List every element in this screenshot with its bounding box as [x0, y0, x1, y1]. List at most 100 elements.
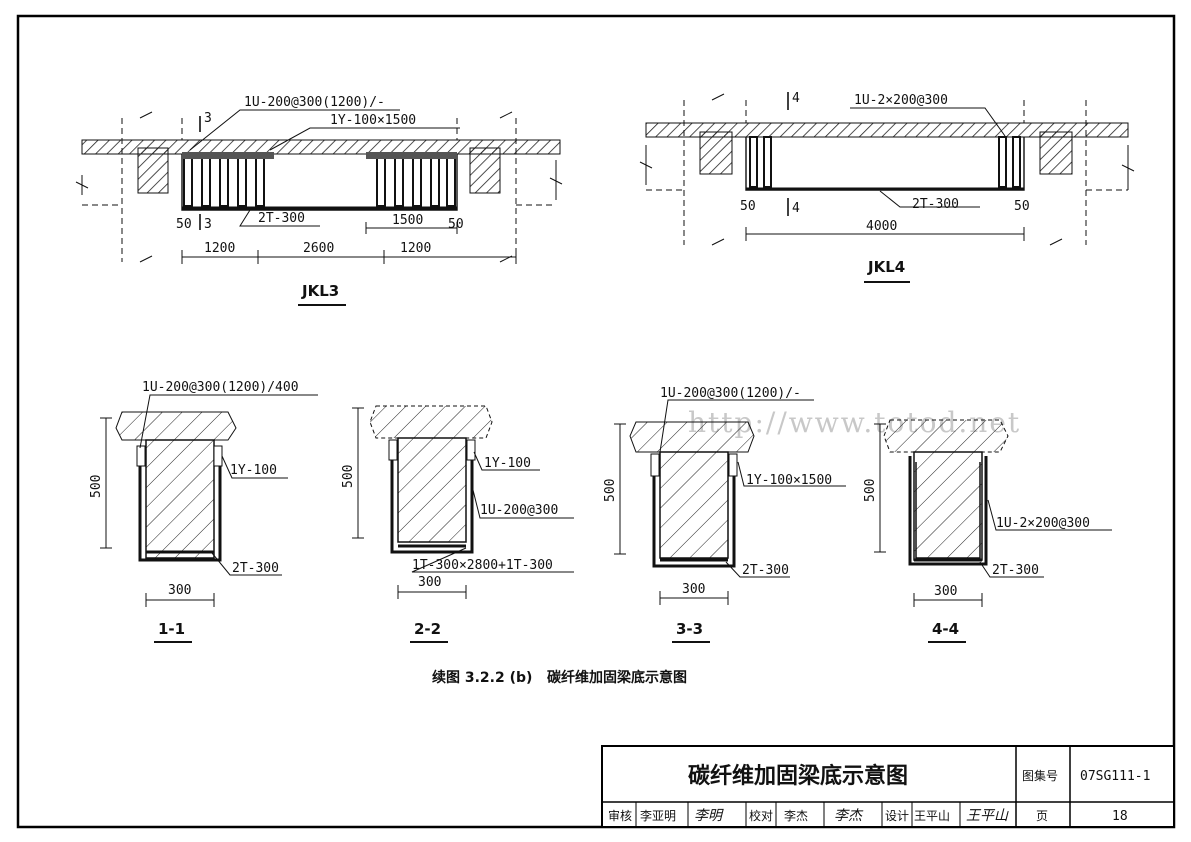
jkl4-left-haunch [699, 131, 733, 175]
jkl4-strip-label: 1U-2×200@300 [854, 93, 948, 108]
section-4-4-width: 300 [934, 584, 957, 599]
section-4-4-width-dim [913, 593, 983, 607]
jkl3-right-haunch [469, 147, 501, 194]
section-2-2-u-strip [390, 446, 474, 554]
jkl3-break-marks [75, 111, 563, 263]
section-1-1-side-label: 1Y-100 [230, 463, 277, 478]
jkl3-strip-label: 1U-200@300(1200)/- [244, 95, 385, 110]
jkl3-dim-line [181, 250, 517, 264]
jkl3-edge-left: 50 [176, 217, 192, 232]
jkl4-beam-outline [745, 137, 1025, 191]
section-1-1-top-label: 1U-200@300(1200)/400 [142, 380, 299, 395]
jkl4-elevation: 1U-2×200@300 2T-300 4 4 50 50 4000 JKL4 [639, 91, 1135, 283]
section-4-4-bottom-label: 2T-300 [992, 563, 1039, 578]
section-4-4-side-label: 1U-2×200@300 [996, 516, 1090, 531]
section-3-3-height: 500 [603, 479, 618, 502]
jkl3-slab [81, 139, 561, 155]
section-3-3-u-strip [652, 460, 736, 568]
section-2-2-id: 2-2 [414, 620, 441, 638]
design-name: 王平山 [914, 809, 950, 823]
review-signature: 李明 [694, 808, 724, 824]
section-1-1-bottom-label: 2T-300 [232, 561, 279, 576]
jkl3-elevation: 1U-200@300(1200)/- 1Y-100×1500 2T-300 3 … [75, 95, 563, 306]
title-block: 碳纤维加固梁底示意图 图集号 07SG111-1 页 18 审核 李亚明 李明 … [601, 745, 1175, 828]
jkl4-right-column-outline [1023, 100, 1128, 245]
jkl3-dim-1500-line [365, 222, 458, 234]
section-2-2-mid-label: 1U-200@300 [480, 503, 558, 518]
section-3-3-top-label: 1U-200@300(1200)/- [660, 386, 801, 401]
jkl4-left-column-outline [646, 100, 747, 245]
section-2-2-beam [397, 437, 467, 543]
jkl4-dim-total: 4000 [866, 219, 897, 234]
section-2-2-width: 300 [418, 575, 441, 590]
section-1-1-top-leader [139, 394, 318, 449]
design-signature: 王平山 [966, 808, 1009, 824]
section-3-3-beam [659, 451, 729, 559]
jkl3-dim-2: 2600 [303, 241, 334, 256]
section-4-4-beam [913, 451, 983, 561]
jkl3-beam-outline [181, 154, 458, 211]
jkl4-bottom-label: 2T-300 [912, 197, 959, 212]
section-3-3-bottom-label: 2T-300 [742, 563, 789, 578]
section-2-2-plate-left [388, 439, 398, 461]
jkl4-slab [645, 122, 1129, 138]
section-3-3-bottom-leader [725, 561, 790, 578]
section-1-1-beam [145, 439, 215, 559]
section-4-4-slab [883, 419, 1009, 453]
jkl4-name: JKL4 [867, 258, 905, 276]
section-1-1-side-leader [221, 455, 288, 479]
section-4-4-side-leader [987, 499, 1112, 531]
jkl3-u-strips-right [376, 153, 456, 207]
jkl4-right-haunch [1039, 131, 1073, 175]
section-1-1: 500 300 1U-200@300(1200)/400 1Y-100 2T-3… [89, 380, 318, 643]
jkl4-break-marks [639, 93, 1135, 246]
section-3-3-side-leader [737, 461, 846, 487]
jkl4-section-mark-top: 4 [792, 91, 800, 106]
section-2-2-bottom-label: 1T-300×2800+1T-300 [412, 558, 553, 573]
section-4-4-height-dim [874, 423, 886, 553]
atlas-value: 07SG111-1 [1080, 769, 1150, 784]
check-name: 李杰 [784, 808, 808, 823]
jkl3-left-haunch [137, 147, 169, 194]
jkl3-strip-leader [189, 109, 400, 151]
section-1-1-width: 300 [168, 583, 191, 598]
section-2-2: 500 300 1Y-100 1U-200@300 1T-300×2800+1T… [341, 405, 574, 643]
section-4-4-height: 500 [863, 479, 878, 502]
section-3-3: 500 300 1U-200@300(1200)/- 1Y-100×1500 2… [603, 386, 846, 643]
section-4-4-u-strip-inner [915, 462, 981, 559]
section-2-2-side-label: 1Y-100 [484, 456, 531, 471]
section-1-1-plate-left [136, 445, 146, 467]
jkl3-plate-leader [269, 127, 460, 151]
check-signature: 李杰 [834, 808, 864, 824]
section-1-1-height: 500 [89, 475, 104, 498]
jkl3-right-column-outline [456, 118, 556, 262]
section-3-3-id: 3-3 [676, 620, 703, 638]
section-3-3-plate-right [728, 453, 738, 477]
figure-caption: 续图 3.2.2 (b) 碳纤维加固梁底示意图 [432, 669, 687, 686]
jkl3-bottom-leader [239, 209, 320, 227]
jkl3-u-strips-left [183, 153, 265, 207]
section-1-1-id: 1-1 [158, 620, 185, 638]
section-4-4-bottom-leader [979, 561, 1044, 578]
section-1-1-plate-right [213, 445, 223, 467]
section-3-3-slab [629, 421, 755, 453]
jkl3-edge-right: 50 [448, 217, 464, 232]
jkl4-section-mark-bottom: 4 [792, 201, 800, 216]
section-1-1-width-dim [145, 593, 215, 607]
section-3-3-top-leader [659, 399, 814, 453]
section-2-2-plate-right [466, 439, 476, 461]
section-3-3-height-dim [614, 423, 626, 555]
section-2-2-height-dim [352, 407, 364, 539]
section-1-1-slab [115, 411, 237, 441]
review-name: 李亚明 [640, 808, 676, 823]
jkl4-edge-left: 50 [740, 199, 756, 214]
section-2-2-height: 500 [341, 465, 356, 488]
jkl3-section-mark-top: 3 [204, 111, 212, 126]
section-1-1-u-strip [138, 452, 222, 562]
section-1-1-height-dim [100, 417, 112, 549]
jkl3-name: JKL3 [301, 282, 339, 300]
section-3-3-side-label: 1Y-100×1500 [746, 473, 832, 488]
page-label: 页 [1036, 809, 1048, 823]
section-4-4: 500 300 1U-2×200@300 2T-300 4-4 [863, 419, 1112, 643]
